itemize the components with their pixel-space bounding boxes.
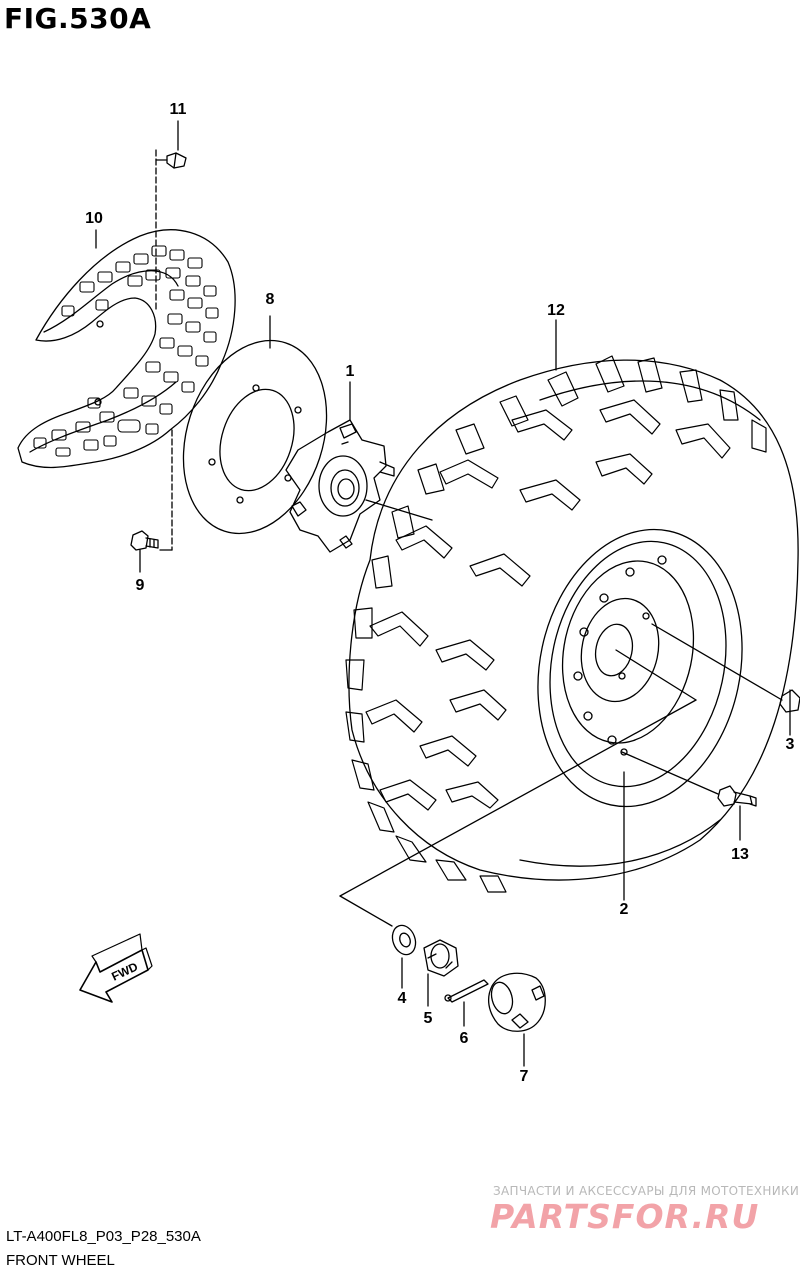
leader-13 xyxy=(621,751,719,795)
part-5-castle-nut xyxy=(423,939,459,977)
callout-13: 13 xyxy=(731,846,749,863)
callout-11: 11 xyxy=(169,101,187,118)
callout-9: 9 xyxy=(135,577,145,594)
axis-line-hub-c xyxy=(339,895,393,927)
figure-title: FIG.530A xyxy=(4,2,152,35)
part-6-cotter-pin xyxy=(444,979,489,1003)
callout-5: 5 xyxy=(423,1010,433,1027)
callout-10: 10 xyxy=(85,210,103,227)
fwd-arrow-icon xyxy=(79,933,153,1003)
callout-3: 3 xyxy=(785,736,795,753)
watermark-tagline: ЗАПЧАСТИ И АКСЕССУАРЫ ДЛЯ МОТОТЕХНИКИ xyxy=(493,1184,800,1198)
part-8-brake-disc xyxy=(182,339,328,535)
callout-1: 1 xyxy=(345,363,355,380)
part-9-bolt xyxy=(130,530,159,551)
part-12-tire xyxy=(345,355,799,893)
callout-7: 7 xyxy=(519,1068,529,1085)
part-2-rim xyxy=(537,528,743,808)
callout-6: 6 xyxy=(459,1030,469,1047)
callout-12: 12 xyxy=(547,302,565,319)
axis-line-hub-b xyxy=(339,699,697,897)
part-10-brake-guard xyxy=(17,229,236,469)
part-7-hub-cap xyxy=(487,972,546,1032)
callout-2: 2 xyxy=(619,901,629,918)
axis-line-hub xyxy=(615,649,697,701)
part-1-wheel-hub xyxy=(285,381,433,553)
callout-8: 8 xyxy=(265,291,275,308)
footer-caption: FRONT WHEEL xyxy=(6,1252,115,1269)
watermark-logo: PARTSFOR.RU xyxy=(490,1197,759,1236)
callout-4: 4 xyxy=(397,990,407,1007)
part-13-valve xyxy=(717,785,757,807)
part-4-washer xyxy=(391,924,417,956)
footer-code: LT-A400FL8_P03_P28_530A xyxy=(6,1228,201,1245)
part-3-nut xyxy=(779,689,800,713)
watermark-logo-text: PARTSFOR.RU xyxy=(490,1197,759,1236)
leader-3 xyxy=(651,623,783,701)
part-11-bolt xyxy=(155,152,187,169)
